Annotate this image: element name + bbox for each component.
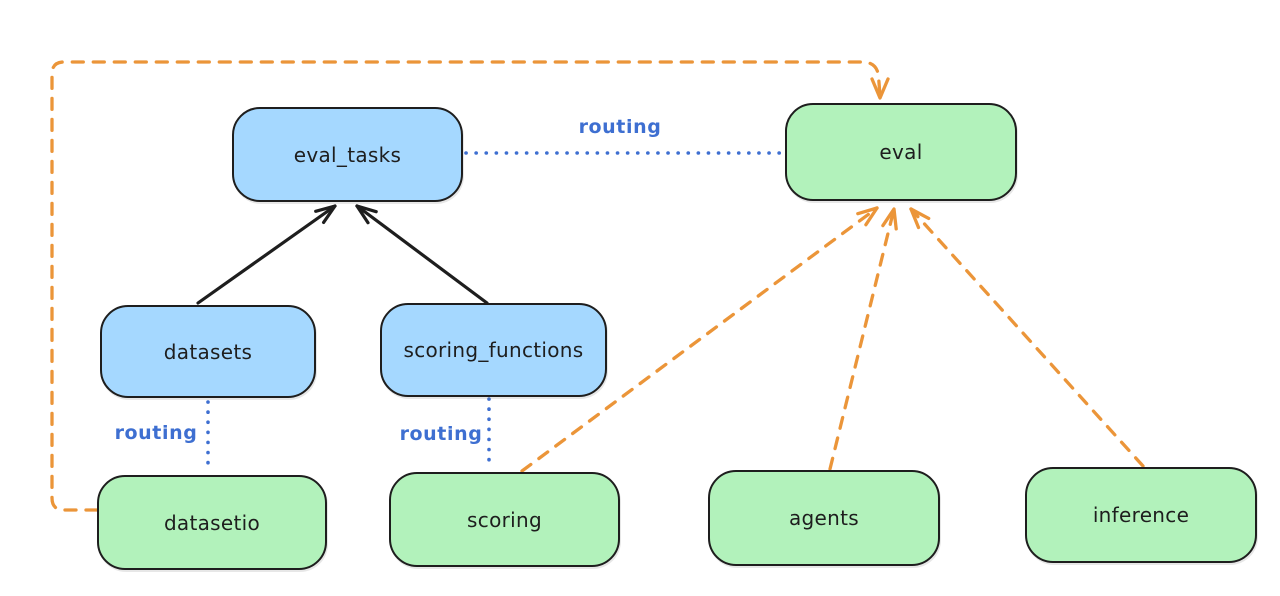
node-inference-label: inference — [1092, 503, 1190, 527]
edge-label-routing-top: routing — [578, 116, 662, 138]
node-inference: inference — [1025, 467, 1257, 563]
node-eval-label: eval — [879, 140, 923, 164]
node-scoring: scoring — [389, 472, 620, 567]
edge-label-routing-datasetio: routing — [114, 422, 198, 444]
node-scoring-label: scoring — [467, 507, 542, 532]
node-eval: eval — [785, 103, 1017, 201]
node-datasets-label: datasets — [163, 339, 253, 364]
node-agents-label: agents — [789, 506, 859, 530]
edge-label-routing-scoring: routing — [399, 423, 483, 445]
node-datasets: datasets — [100, 305, 316, 398]
node-eval_tasks-label: eval_tasks — [293, 142, 402, 167]
node-datasetio: datasetio — [97, 475, 327, 570]
edge-inference-eval — [909, 207, 1145, 468]
node-datasetio-label: datasetio — [163, 510, 261, 535]
edge-datasets-eval_tasks — [196, 204, 337, 305]
node-scoring_functions: scoring_functions — [380, 303, 607, 397]
node-eval_tasks: eval_tasks — [232, 107, 463, 202]
edge-scoring_functions-eval_tasks — [355, 204, 489, 305]
node-scoring_functions-label: scoring_functions — [403, 338, 584, 362]
edge-agents-eval — [828, 207, 898, 471]
node-agents: agents — [708, 470, 940, 566]
